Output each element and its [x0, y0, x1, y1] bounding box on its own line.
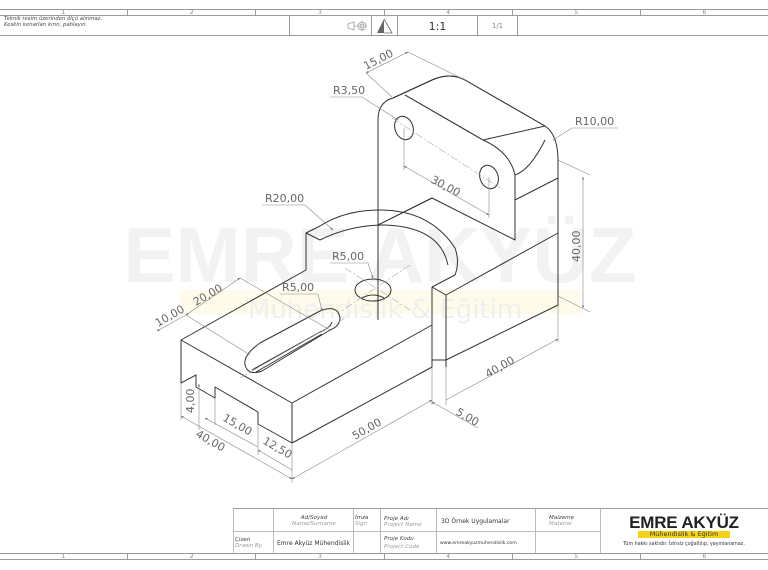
- isometric-drawing: EMRE AKYÜZ Mühendislik & Eğitim: [0, 37, 768, 507]
- project-code-label-en: Project Code: [384, 544, 420, 550]
- surface-finish-triangle-icon: [376, 18, 393, 34]
- dim-base-width: 40,00: [483, 354, 517, 381]
- brand-subtitle: Mühendislik & Eğitim: [649, 530, 719, 538]
- dim-groove-width: 15,00: [221, 411, 255, 438]
- dim-slot-offset: 10,00: [153, 303, 187, 330]
- zone-label: 4: [385, 10, 513, 16]
- first-angle-projection-icon: [347, 20, 367, 32]
- zone-label: 3: [256, 10, 385, 16]
- name-label-en: Name/Surname: [292, 521, 336, 527]
- drawn-label: Çizen: [235, 537, 251, 543]
- sign-label-en: Sign: [355, 521, 368, 527]
- material-header: Malzeme Material: [549, 515, 574, 527]
- dim-base-length: 50,00: [350, 416, 384, 443]
- dim-upright-height: 40,00: [570, 231, 583, 263]
- dim-upright-offset: 5,00: [454, 405, 482, 429]
- name-surname-header: Ad/Soyad Name/Surname: [275, 515, 353, 527]
- zone-label: 1: [0, 10, 129, 16]
- dim-center-hole-radius: R5,00: [332, 250, 364, 263]
- dim-base-depth: 40,00: [194, 427, 228, 454]
- dim-slot-radius: R5,00: [282, 281, 314, 294]
- dim-hole-spacing: 30,00: [429, 173, 463, 199]
- project-name-label: Proje Adı: [384, 516, 409, 522]
- project-code-value: www.emreakyuzmuhendislik.com: [440, 541, 517, 546]
- project-name-label-en: Project Name: [384, 522, 422, 528]
- zone-label: 6: [702, 9, 707, 16]
- sign-label: İmza: [355, 515, 369, 521]
- empty-cell: [517, 16, 768, 36]
- dim-groove-depth: 4,00: [184, 389, 197, 414]
- project-name-value: 3D Örnek Uygulamalar: [441, 518, 510, 525]
- zone-label: 5: [513, 554, 641, 560]
- dim-groove-offset: 12,50: [261, 434, 295, 461]
- dim-corner-radius: R10,00: [575, 115, 614, 128]
- project-code-label: Proje Kodu: [384, 536, 414, 542]
- name-label: Ad/Soyad: [300, 515, 328, 521]
- projection-cell: [289, 16, 371, 36]
- project-name-header: Proje Adı Project Name: [384, 516, 422, 528]
- zone-label: 4: [385, 554, 513, 560]
- zone-strip-top: 1 2 3 4 5 6: [0, 9, 768, 16]
- drawing-notes: Teknik resim üzerinden ölçü alınmaz. Kes…: [4, 16, 102, 28]
- note-line-1: Teknik resim üzerinden ölçü alınmaz.: [4, 16, 103, 22]
- zone-label: 2: [128, 554, 257, 560]
- drawn-label-en: Drawn By: [235, 543, 263, 549]
- zone-label: 1: [0, 554, 129, 560]
- sheet-number: 1/1: [477, 16, 517, 36]
- zone-strip-bottom: 1 2 3 4 5 6: [0, 553, 768, 560]
- zone-label: 5: [513, 10, 641, 16]
- drawn-by-value: Emre Akyüz Mühendislik: [277, 540, 351, 547]
- watermark-sub: Mühendislik & Eğitim: [248, 295, 522, 325]
- brand-accent-bar: Mühendislik & Eğitim: [638, 530, 730, 538]
- brand-logo: EMRE AKYÜZ Mühendislik & Eğitim Tüm hakk…: [600, 510, 768, 552]
- triangle-cell: [371, 16, 397, 36]
- sign-header: İmza Sign: [355, 515, 368, 527]
- bottom-title-block: Ad/Soyad Name/Surname İmza Sign Çizen Dr…: [233, 508, 768, 554]
- material-label: Malzeme: [549, 515, 575, 521]
- dim-cutout-radius: R20,00: [265, 192, 304, 205]
- scale-value: 1:1: [397, 16, 477, 36]
- dim-top-width: 15,00: [361, 47, 395, 73]
- copyright-notice: Tüm hakkı saklıdır. İzinsiz çoğaltılıp, …: [623, 542, 745, 547]
- dim-hole-radius: R3,50: [333, 84, 365, 97]
- zone-label: 2: [128, 10, 257, 16]
- brand-name: EMRE AKYÜZ: [629, 513, 739, 532]
- part-drawing-svg: EMRE AKYÜZ Mühendislik & Eğitim: [124, 47, 636, 483]
- zone-label: 6: [702, 553, 707, 560]
- drawn-by-header: Çizen Drawn By: [235, 537, 262, 549]
- project-code-header: Proje Kodu Project Code: [384, 536, 419, 550]
- material-label-en: Material: [549, 521, 572, 527]
- top-title-block: Teknik resim üzerinden ölçü alınmaz. Kes…: [0, 16, 768, 36]
- note-line-2: Keskin kenarları kırın, pahlayın.: [4, 22, 88, 28]
- zone-label: 3: [256, 554, 385, 560]
